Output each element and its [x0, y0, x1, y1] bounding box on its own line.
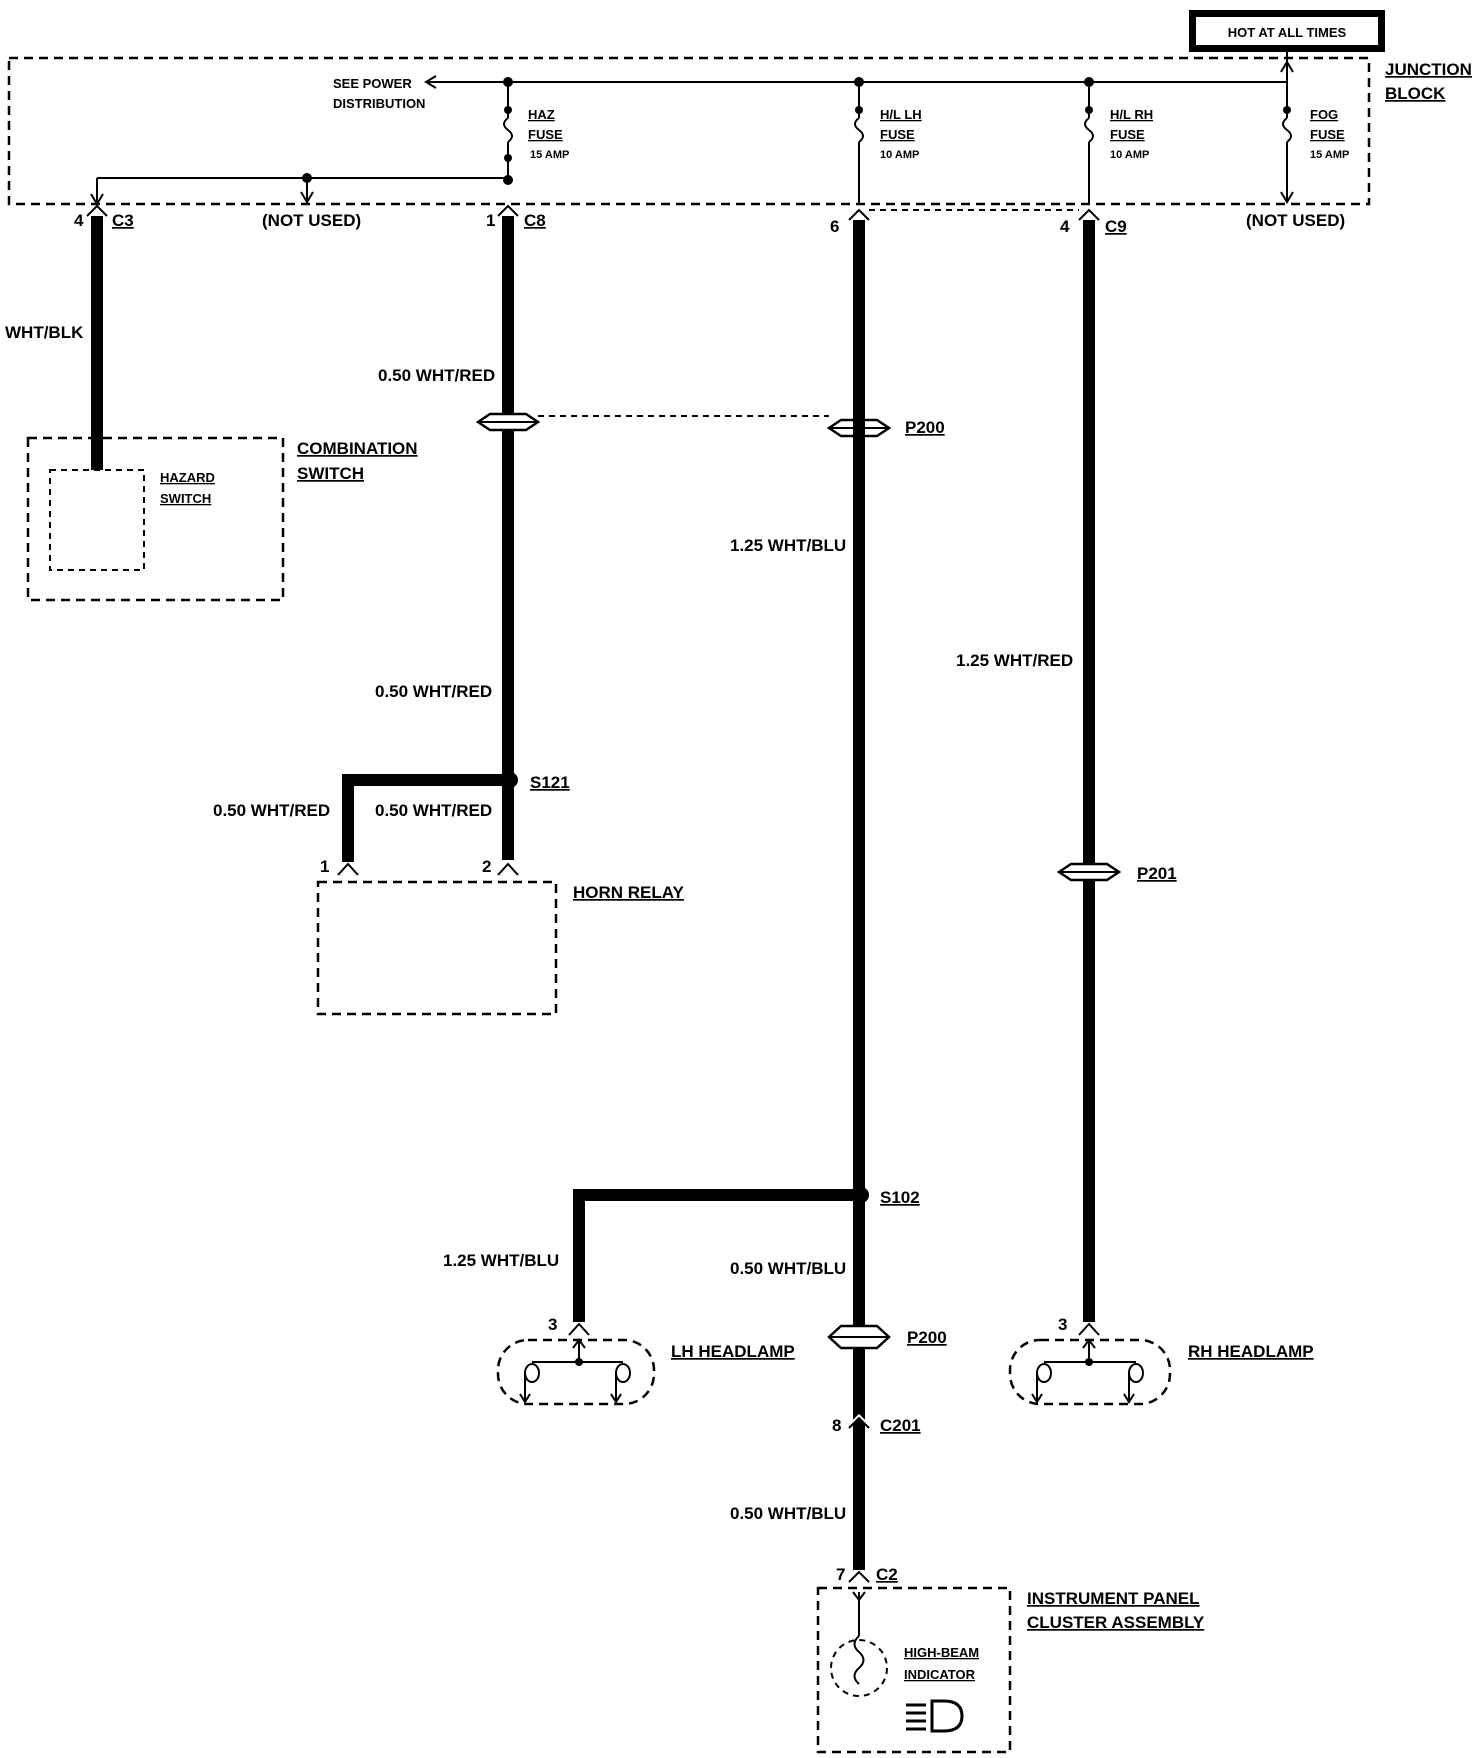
fuse-haz-name-2: FUSE	[528, 127, 563, 142]
fuse-hl-rh	[1084, 82, 1094, 205]
combination-switch-label-2: SWITCH	[297, 464, 364, 483]
haz-internal-bus	[90, 173, 508, 206]
fuse-haz-rating: 15 AMP	[530, 149, 569, 161]
fuse-hl-lh-name-1: H/L LH	[880, 107, 922, 122]
hb-label-1: HIGH-BEAM	[904, 1645, 979, 1660]
s102-splice	[573, 1187, 869, 1322]
fuse-fog	[1280, 82, 1294, 204]
p200-bottom-connector	[827, 1324, 891, 1350]
hazard-switch-label-2: SWITCH	[160, 491, 211, 506]
c201-c2-wire-label: 0.50 WHT/BLU	[730, 1504, 846, 1523]
c3-pin: 4	[74, 211, 84, 230]
c2-pin: 7	[836, 1565, 845, 1584]
ipc-label-2: CLUSTER ASSEMBLY	[1027, 1613, 1205, 1632]
fuse-fog-name-1: FOG	[1310, 107, 1338, 122]
p201-connector	[1056, 862, 1122, 882]
horn-relay-pin2: 2	[482, 857, 491, 876]
not-used-left: (NOT USED)	[262, 211, 361, 230]
c2-name: C2	[876, 1565, 898, 1584]
instrument-panel-cluster-box	[816, 1586, 1012, 1754]
s102-p200-wire-label: 0.50 WHT/BLU	[730, 1259, 846, 1278]
rh-headlamp-pin: 3	[1058, 1315, 1067, 1334]
c2-connector	[848, 1570, 870, 1583]
not-used-right: (NOT USED)	[1246, 211, 1345, 230]
horn-relay-forks	[337, 862, 519, 876]
c9-name: C9	[1105, 217, 1127, 236]
s121-label: S121	[530, 773, 570, 792]
junction-block-label-2: BLOCK	[1385, 84, 1446, 103]
fuse-fog-name-2: FUSE	[1310, 127, 1345, 142]
lh-headlamp-pin: 3	[548, 1315, 557, 1334]
relay-pin2-wire-label: 0.50 WHT/RED	[375, 801, 492, 820]
combination-switch-box	[26, 436, 285, 602]
fuse-haz-name-1: HAZ	[528, 107, 555, 122]
c8-wire-label: 0.50 WHT/RED	[378, 366, 495, 385]
fuse-hl-rh-name-2: FUSE	[1110, 127, 1145, 142]
p200-top-label: P200	[905, 418, 945, 437]
horn-relay-box	[316, 880, 558, 1016]
fuse-hl-lh-name-2: FUSE	[880, 127, 915, 142]
high-beam-icon	[906, 1699, 964, 1733]
rh-headlamp-label: RH HEADLAMP	[1188, 1342, 1314, 1361]
combination-switch-label-1: COMBINATION	[297, 439, 418, 458]
wht-blk-label: WHT/BLK	[5, 323, 84, 342]
ipc-label-1: INSTRUMENT PANEL	[1027, 1589, 1200, 1608]
hot-at-all-times-box: HOT AT ALL TIMES	[1189, 10, 1385, 52]
lh-headlamp-label: LH HEADLAMP	[671, 1342, 795, 1361]
p201-label: P201	[1137, 864, 1177, 883]
relay-pin1-wire-label: 0.50 WHT/RED	[213, 801, 330, 820]
c201-name: C201	[880, 1416, 921, 1435]
s121-splice	[342, 772, 518, 862]
hazard-switch-label-1: HAZARD	[160, 470, 215, 485]
hot-label: HOT AT ALL TIMES	[1228, 25, 1347, 40]
junction-block-label-1: JUNCTION	[1385, 60, 1472, 79]
c9-rh-pin: 4	[1060, 217, 1070, 236]
hb-label-2: INDICATOR	[904, 1667, 976, 1682]
s102-label: S102	[880, 1188, 920, 1207]
c3-name: C3	[112, 211, 134, 230]
fuse-hl-rh-rating: 10 AMP	[1110, 149, 1149, 161]
see-power-label-2: DISTRIBUTION	[333, 96, 425, 111]
lh-lamp-wire-label: 1.25 WHT/BLU	[443, 1251, 559, 1270]
fuse-haz	[503, 82, 513, 185]
p200-bottom-label: P200	[907, 1328, 947, 1347]
c9-lh-pin: 6	[830, 217, 839, 236]
horn-relay-label: HORN RELAY	[573, 883, 684, 902]
hazard-switch-box	[49, 469, 145, 571]
rh-wire-label: 1.25 WHT/RED	[956, 651, 1073, 670]
c8-name: C8	[524, 211, 546, 230]
c8-pin: 1	[486, 211, 495, 230]
p200-top-connector-c8	[475, 412, 541, 432]
lh-wire-label: 1.25 WHT/BLU	[730, 536, 846, 555]
see-power-label-1: SEE POWER	[333, 76, 412, 91]
high-beam-bulb	[830, 1591, 888, 1697]
lh-headlamp	[496, 1322, 656, 1406]
connector-forks	[86, 204, 1100, 221]
junction-block-outline	[7, 56, 1371, 206]
fuse-hl-lh	[854, 82, 864, 205]
fuse-hl-lh-rating: 10 AMP	[880, 149, 919, 161]
mid-wire-label: 0.50 WHT/RED	[375, 682, 492, 701]
c201-connector	[848, 1413, 870, 1429]
horn-relay-pin1: 1	[320, 857, 329, 876]
rh-headlamp	[1008, 1322, 1172, 1406]
c201-pin: 8	[832, 1416, 841, 1435]
fuse-hl-rh-name-1: H/L RH	[1110, 107, 1153, 122]
fuse-fog-rating: 15 AMP	[1310, 149, 1349, 161]
